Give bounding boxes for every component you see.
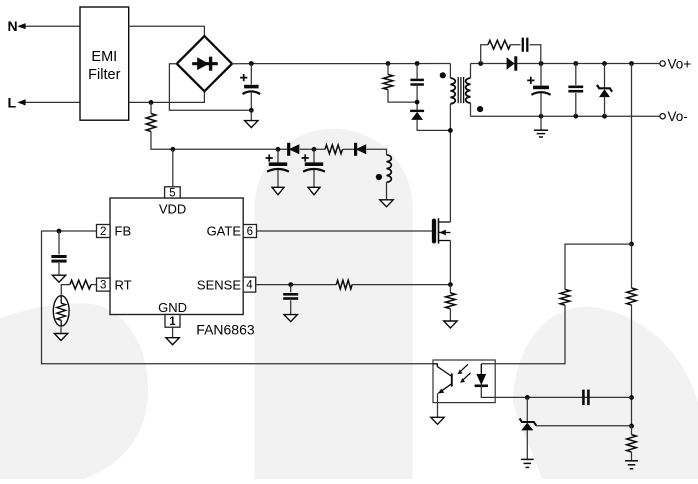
- svg-text:Filter: Filter: [88, 67, 120, 83]
- svg-text:6: 6: [247, 226, 253, 238]
- svg-text:VDD: VDD: [159, 202, 186, 217]
- svg-text:4: 4: [246, 280, 253, 292]
- svg-text:GND: GND: [158, 300, 187, 315]
- svg-text:RT: RT: [115, 277, 132, 292]
- svg-text:GATE: GATE: [207, 224, 242, 239]
- svg-text:3: 3: [100, 280, 106, 292]
- svg-text:N: N: [8, 18, 18, 34]
- svg-text:EMI: EMI: [91, 49, 117, 65]
- svg-text:Vo+: Vo+: [668, 56, 692, 71]
- svg-text:2: 2: [100, 226, 106, 238]
- svg-text:5: 5: [169, 187, 175, 199]
- svg-text:FAN6863: FAN6863: [196, 322, 255, 338]
- svg-text:Vo-: Vo-: [668, 109, 688, 124]
- svg-text:L: L: [8, 94, 17, 110]
- svg-text:FB: FB: [115, 224, 132, 239]
- svg-text:SENSE: SENSE: [197, 277, 241, 292]
- svg-text:1: 1: [169, 316, 176, 328]
